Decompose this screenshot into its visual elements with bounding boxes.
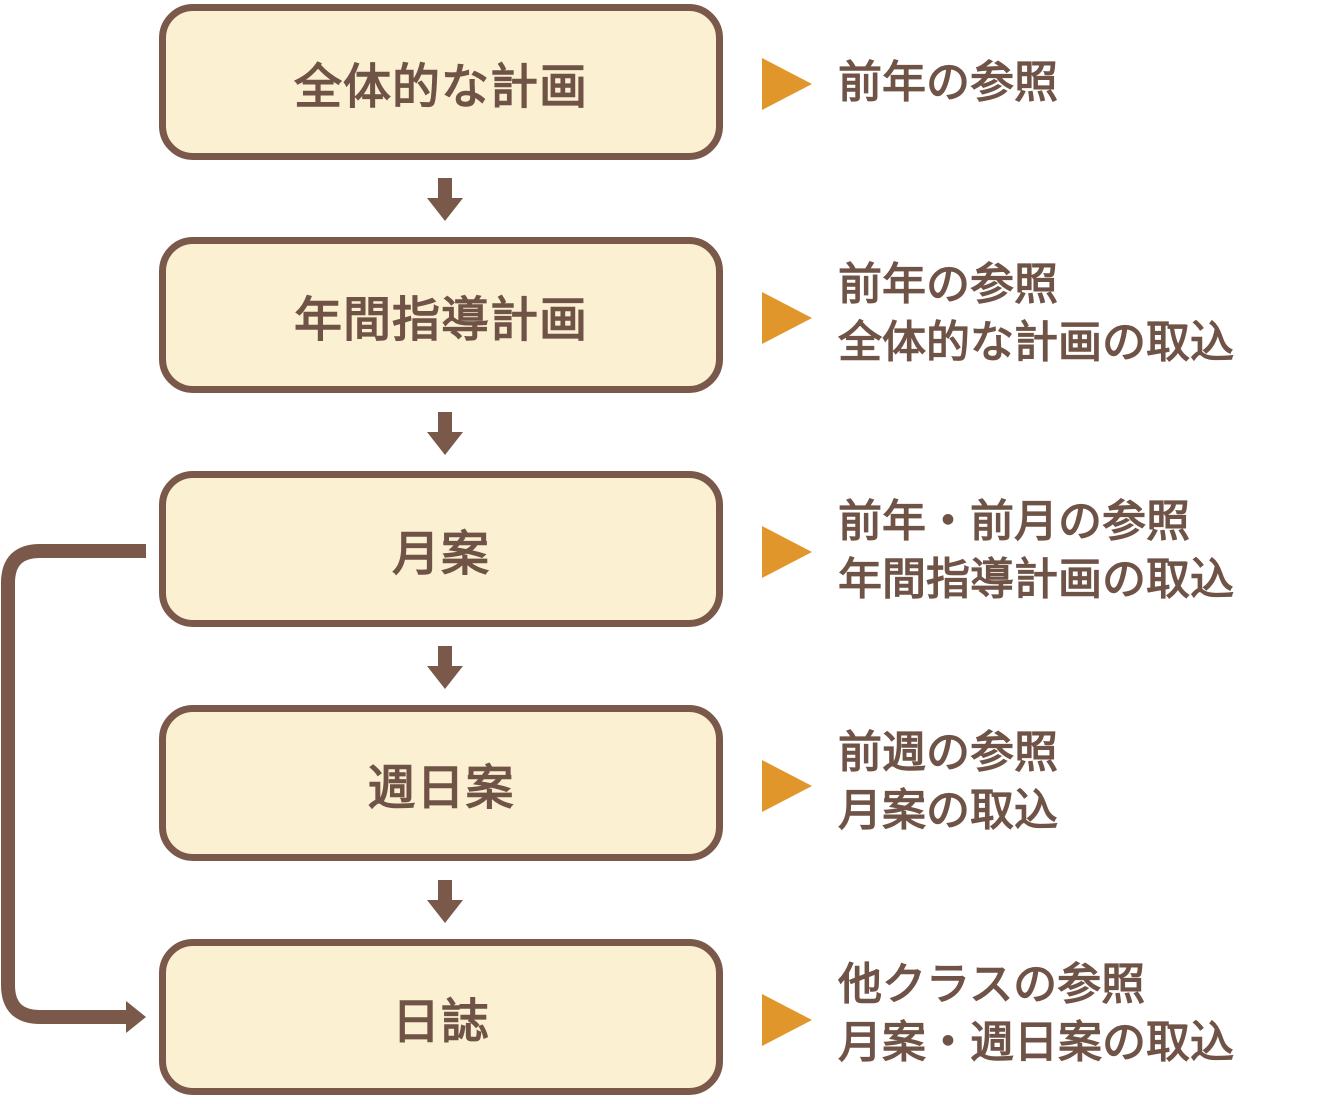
note-line: 月案の取込 xyxy=(838,785,1058,836)
note-monthly-plan: 前年・前月の参照 年間指導計画の取込 xyxy=(838,493,1234,609)
down-arrow-icon xyxy=(427,646,463,689)
note-line: 年間指導計画の取込 xyxy=(838,554,1234,605)
note-line: 全体的な計画の取込 xyxy=(838,317,1234,368)
triangle-right-icon xyxy=(762,58,812,110)
triangle-right-icon xyxy=(762,760,812,812)
triangle-right-icon xyxy=(762,994,812,1046)
note-weekly-daily-plan: 前週の参照 月案の取込 xyxy=(838,724,1058,840)
step-label-daily-log: 日誌 xyxy=(391,994,490,1050)
down-arrow-icon xyxy=(427,880,463,923)
step-label-monthly-plan: 月案 xyxy=(391,526,490,582)
note-annual-plan: 前年の参照 全体的な計画の取込 xyxy=(838,256,1234,372)
down-arrow-icon xyxy=(427,412,463,455)
down-arrow-icon xyxy=(427,178,463,221)
note-line: 前週の参照 xyxy=(838,727,1058,778)
step-box-annual-plan: 年間指導計画 xyxy=(159,237,723,393)
note-line: 前年の参照 xyxy=(838,259,1058,310)
step-label-weekly-daily-plan: 週日案 xyxy=(367,760,515,816)
triangle-right-icon xyxy=(762,292,812,344)
step-label-annual-plan: 年間指導計画 xyxy=(293,292,588,348)
step-box-monthly-plan: 月案 xyxy=(159,471,723,627)
step-label-overall-plan: 全体的な計画 xyxy=(293,59,588,115)
triangle-right-icon xyxy=(762,526,812,578)
bypass-arrow-icon xyxy=(1,544,146,1024)
note-daily-log: 他クラスの参照 月案・週日案の取込 xyxy=(838,956,1234,1072)
note-line: 月案・週日案の取込 xyxy=(838,1017,1234,1068)
bypass-arrowhead-icon xyxy=(126,1001,146,1033)
note-line: 前年・前月の参照 xyxy=(838,496,1190,547)
note-line: 他クラスの参照 xyxy=(838,959,1146,1010)
step-box-weekly-daily-plan: 週日案 xyxy=(159,705,723,861)
note-line: 前年の参照 xyxy=(838,57,1058,108)
note-overall-plan: 前年の参照 xyxy=(838,54,1058,112)
step-box-overall-plan: 全体的な計画 xyxy=(159,4,723,160)
step-box-daily-log: 日誌 xyxy=(159,939,723,1095)
